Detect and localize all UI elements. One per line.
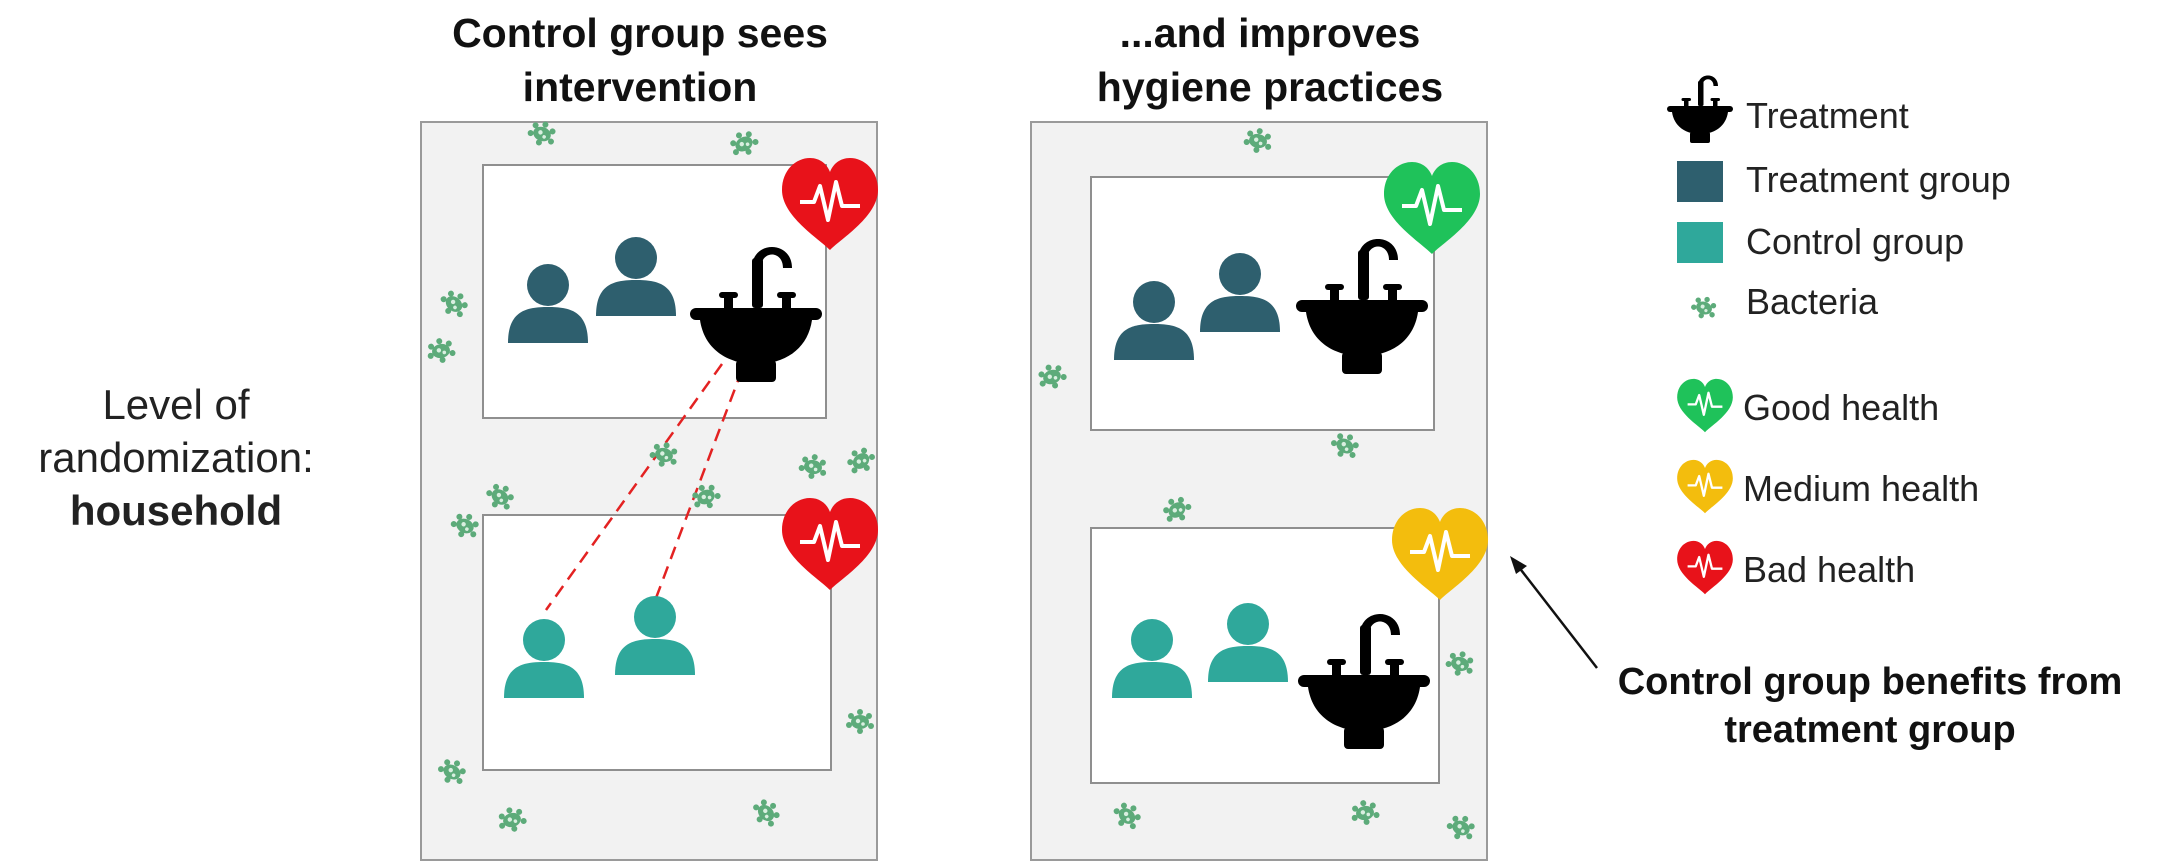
bacteria-icon	[1108, 797, 1147, 835]
bacteria-icon	[1688, 292, 1720, 323]
legend-medium-health-label: Medium health	[1743, 468, 1980, 509]
level-line2: randomization:	[38, 434, 314, 481]
bacteria-icon	[841, 442, 880, 480]
randomization-level: Level of randomization: household	[0, 378, 352, 537]
panel-2-title-line2: hygiene practices	[1096, 64, 1444, 110]
note-line1: Control group benefits from	[1617, 661, 2123, 703]
panel-1-title: Control group sees intervention	[400, 6, 880, 114]
spillover-line	[544, 363, 724, 611]
bacteria-icon	[846, 709, 874, 734]
panel-1-title-line1: Control group sees	[452, 10, 828, 56]
sink-icon	[1667, 75, 1733, 143]
legend-treatment-group-swatch	[1677, 161, 1723, 202]
legend-bad-health-label: Bad health	[1743, 549, 1916, 590]
bacteria-icon	[1158, 491, 1196, 528]
heart-pulse-icon	[780, 156, 880, 252]
bacteria-icon	[447, 508, 484, 543]
heart-pulse-icon	[780, 496, 880, 592]
bacteria-icon	[1326, 427, 1364, 464]
bacteria-icon	[1034, 359, 1070, 394]
heart-pulse-icon	[1382, 160, 1482, 256]
arrow-head-icon	[1510, 556, 1527, 574]
legend-treatment-label: Treatment	[1746, 95, 1909, 136]
legend-control-group-label: Control group	[1746, 221, 1965, 262]
person-icon	[504, 619, 584, 698]
bacteria-icon	[1443, 810, 1480, 845]
person-icon	[1208, 603, 1288, 682]
bacteria-icon	[524, 116, 560, 151]
bacteria-icon	[433, 753, 471, 790]
bacteria-icon	[797, 451, 830, 482]
bacteria-icon	[1242, 125, 1275, 156]
sink-icon	[690, 247, 822, 382]
legend-control-group-swatch	[1677, 222, 1723, 263]
level-line1: Level of	[102, 381, 250, 428]
legend-treatment-group-label: Treatment group	[1746, 159, 2011, 200]
heart-pulse-icon	[1676, 377, 1734, 434]
bacteria-icon	[687, 479, 724, 514]
level-value: household	[69, 487, 283, 534]
sink-icon	[1298, 614, 1430, 749]
bacteria-icon	[435, 285, 474, 323]
bacteria-icon	[725, 125, 763, 162]
bacteria-icon	[424, 335, 457, 366]
person-icon	[596, 237, 676, 316]
person-icon	[1200, 253, 1280, 332]
heart-pulse-icon	[1390, 506, 1490, 602]
bacteria-icon	[647, 438, 681, 471]
bacteria-icon	[481, 478, 519, 515]
annotation-arrow	[1517, 565, 1598, 669]
spillover-line	[654, 369, 744, 599]
heart-pulse-icon	[1676, 458, 1734, 515]
panel-1-title-line2: intervention	[522, 64, 758, 110]
bacteria-icon	[495, 803, 529, 836]
panel-2-title: ...and improves hygiene practices	[1030, 6, 1510, 114]
person-icon	[1114, 281, 1194, 360]
bacteria-icon	[1348, 797, 1381, 828]
legend-bacteria-label: Bacteria	[1746, 281, 1879, 322]
sink-icon	[1296, 239, 1428, 374]
person-icon	[615, 596, 695, 675]
note-line2: treatment group	[1724, 709, 2016, 751]
heart-pulse-icon	[1676, 539, 1734, 596]
legend-good-health-label: Good health	[1743, 387, 1940, 428]
panel-2-title-line1: ...and improves	[1119, 10, 1421, 56]
person-icon	[1112, 619, 1192, 698]
bacteria-icon	[1443, 647, 1477, 680]
bacteria-icon	[747, 793, 786, 832]
person-icon	[508, 264, 588, 343]
spillover-note: Control group benefits from treatment gr…	[1590, 658, 2150, 754]
